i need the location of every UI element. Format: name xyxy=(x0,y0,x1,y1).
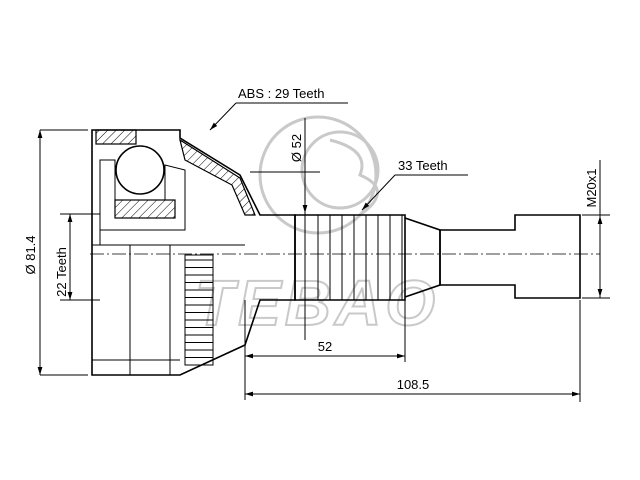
leader-arrow xyxy=(209,102,237,131)
abs-ring-body xyxy=(184,254,214,366)
spline-leader: 33 Teeth xyxy=(361,158,468,211)
brand-watermark: TEBAO xyxy=(194,115,439,340)
spline-lines xyxy=(317,215,403,300)
housing-neck-hatch xyxy=(179,138,256,216)
dim-overall-diameter: Ø 81.4 xyxy=(23,129,88,376)
abs-teeth-marks xyxy=(185,259,213,358)
overall-length-label: 108.5 xyxy=(397,377,430,392)
spline-length-label: 52 xyxy=(318,339,332,354)
overall-diameter-label: Ø 81.4 xyxy=(23,235,38,274)
inner-teeth-label: 22 Teeth xyxy=(54,247,69,297)
inner-race xyxy=(99,145,186,245)
ball xyxy=(115,145,165,195)
spline-shaft xyxy=(294,214,581,301)
dim-overall-length: 108.5 xyxy=(245,300,581,402)
outer-bell-housing xyxy=(91,129,296,376)
dim-diameter-52: Ø 52 xyxy=(250,118,320,340)
thread-label: M20x1 xyxy=(584,168,599,207)
abs-ring xyxy=(184,254,214,366)
diameter-52-label: Ø 52 xyxy=(289,134,304,162)
dim-spline-length: 52 xyxy=(244,300,406,400)
race-hatch xyxy=(114,199,176,219)
dim-thread: M20x1 xyxy=(582,160,610,299)
threaded-end xyxy=(439,214,581,299)
housing-lip-hatch xyxy=(95,129,137,145)
watermark-brand-text: TEBAO xyxy=(195,267,439,339)
watermark-circle-inner xyxy=(300,130,380,210)
spline-teeth-label: 33 Teeth xyxy=(398,158,448,173)
leader-arrow xyxy=(361,174,396,211)
race-outline xyxy=(99,159,186,231)
abs-leader: ABS : 29 Teeth xyxy=(209,86,348,131)
dim-inner-teeth: 22 Teeth xyxy=(54,213,100,301)
watermark-numeral xyxy=(329,138,379,217)
abs-teeth-label: ABS : 29 Teeth xyxy=(238,86,325,101)
